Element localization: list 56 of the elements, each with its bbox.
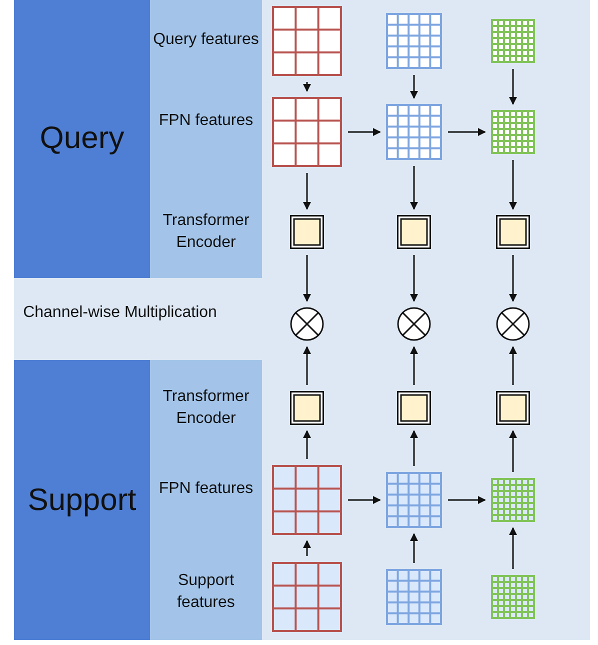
arrow bbox=[303, 346, 311, 385]
feature-grid bbox=[491, 478, 535, 522]
arrow bbox=[448, 128, 486, 136]
arrow bbox=[348, 496, 381, 504]
encoder-block bbox=[496, 215, 530, 249]
arrow bbox=[410, 346, 418, 385]
row-label: FPN features bbox=[158, 111, 254, 131]
multiply-symbol bbox=[397, 307, 431, 341]
feature-grid bbox=[272, 6, 342, 76]
arrow bbox=[509, 69, 517, 105]
section-title: Query bbox=[38, 120, 126, 156]
panel-band bbox=[150, 360, 262, 640]
feature-grid bbox=[386, 104, 442, 160]
feature-grid bbox=[272, 97, 342, 167]
row-label: Transformer Encoder bbox=[162, 211, 250, 253]
section-title: Support bbox=[26, 482, 138, 518]
feature-grid bbox=[386, 472, 442, 528]
feature-grid bbox=[386, 13, 442, 69]
feature-grid bbox=[491, 110, 535, 154]
panel-band bbox=[150, 0, 262, 278]
arrow bbox=[348, 128, 381, 136]
arrow bbox=[509, 430, 517, 472]
arrow bbox=[303, 173, 311, 210]
feature-grid bbox=[491, 19, 535, 63]
encoder-block bbox=[290, 391, 324, 425]
row-label: Support features bbox=[176, 571, 236, 613]
arrow bbox=[303, 82, 311, 92]
arrow bbox=[410, 430, 418, 466]
panel-band bbox=[14, 0, 150, 278]
encoder-block bbox=[397, 215, 431, 249]
feature-grid bbox=[272, 465, 342, 535]
arrow bbox=[410, 166, 418, 210]
panel-band bbox=[14, 360, 150, 640]
multiply-symbol bbox=[290, 307, 324, 341]
feature-grid bbox=[386, 569, 442, 625]
arrow bbox=[509, 346, 517, 385]
arrow bbox=[410, 255, 418, 302]
arrow bbox=[410, 75, 418, 99]
encoder-block bbox=[397, 391, 431, 425]
arrow bbox=[448, 496, 486, 504]
row-label: Channel-wise Multiplication bbox=[22, 303, 218, 323]
arrow bbox=[509, 255, 517, 302]
row-label: Transformer Encoder bbox=[162, 387, 250, 429]
encoder-block bbox=[290, 215, 324, 249]
row-label: FPN features bbox=[158, 479, 254, 499]
arrow bbox=[303, 255, 311, 302]
arrow bbox=[509, 527, 517, 569]
feature-grid bbox=[272, 562, 342, 632]
arrow bbox=[303, 540, 311, 556]
feature-grid bbox=[491, 575, 535, 619]
arrow bbox=[303, 430, 311, 459]
arrow bbox=[410, 533, 418, 563]
row-label: Query features bbox=[152, 30, 260, 50]
multiply-symbol bbox=[496, 307, 530, 341]
encoder-block bbox=[496, 391, 530, 425]
arrow bbox=[509, 160, 517, 210]
